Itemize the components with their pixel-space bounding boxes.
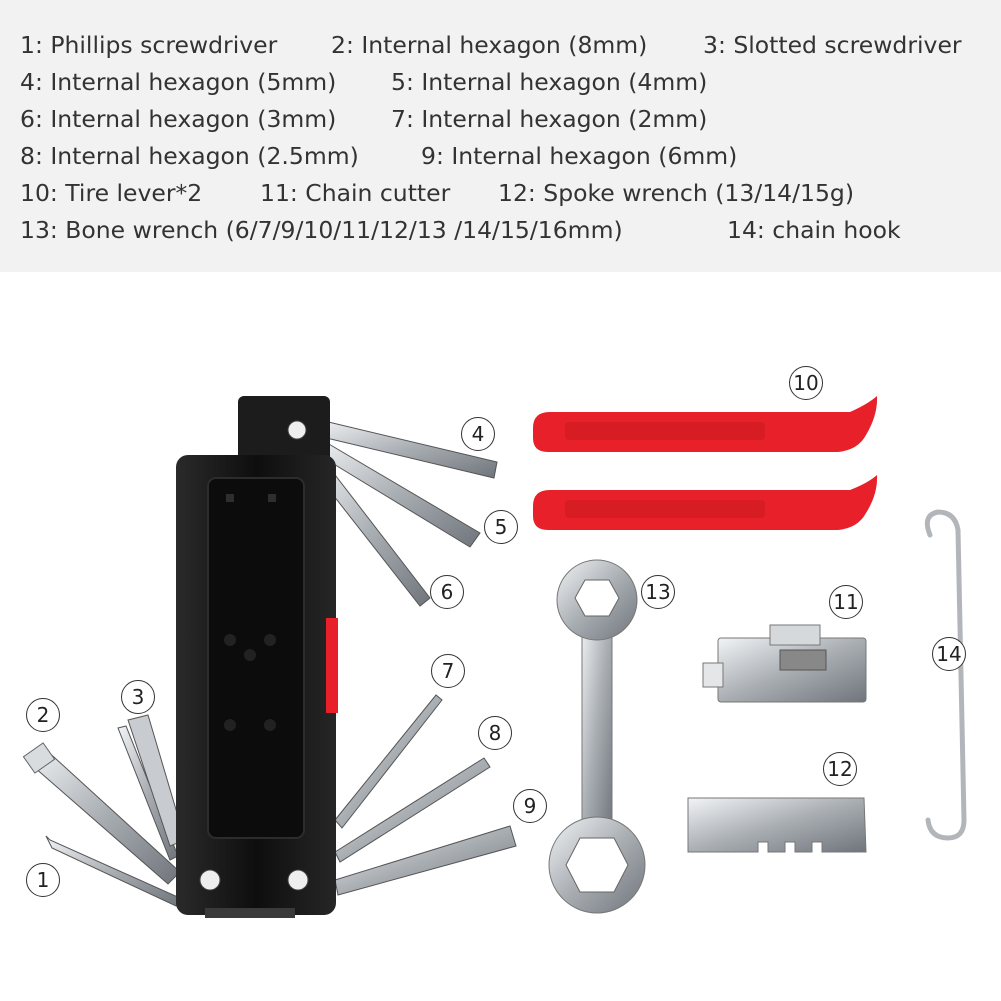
legend-item-2: 2: Internal hexagon (8mm) (331, 31, 648, 59)
callout-6: 6 (430, 575, 464, 609)
product-illustration (22, 396, 967, 918)
callout-5: 5 (484, 510, 518, 544)
callout-1: 1 (26, 863, 60, 897)
callout-4: 4 (461, 417, 495, 451)
callout-11: 11 (829, 585, 863, 619)
bone-wrench (548, 559, 646, 914)
callout-8: 8 (478, 716, 512, 750)
legend-item-3: 3: Slotted screwdriver (703, 31, 962, 59)
callout-12: 12 (823, 752, 857, 786)
legend-item-7: 7: Internal hexagon (2mm) (391, 105, 708, 133)
callout-10: 10 (789, 366, 823, 400)
legend-item-1: 1: Phillips screwdriver (20, 31, 278, 59)
legend-item-13: 13: Bone wrench (6/7/9/10/11/12/13 /14/1… (20, 216, 623, 244)
callout-9: 9 (513, 789, 547, 823)
legend-item-4: 4: Internal hexagon (5mm) (20, 68, 337, 96)
spoke-wrench (687, 797, 867, 853)
legend-item-11: 11: Chain cutter (260, 179, 451, 207)
legend-panel: 1: Phillips screwdriver 2: Internal hexa… (0, 0, 1001, 272)
callout-14: 14 (932, 637, 966, 671)
hex-keys-upper (311, 419, 498, 607)
bits-lower-left (22, 714, 186, 907)
callout-13: 13 (641, 575, 675, 609)
chain-cutter (702, 624, 867, 703)
hex-keys-lower-right (334, 694, 517, 896)
legend-item-8: 8: Internal hexagon (2.5mm) (20, 142, 359, 170)
legend-item-5: 5: Internal hexagon (4mm) (391, 68, 708, 96)
legend-item-9: 9: Internal hexagon (6mm) (421, 142, 738, 170)
callout-2: 2 (26, 698, 60, 732)
legend-item-10: 10: Tire lever*2 (20, 179, 203, 207)
chain-hook (924, 509, 967, 841)
callout-3: 3 (121, 680, 155, 714)
legend-item-6: 6: Internal hexagon (3mm) (20, 105, 337, 133)
tire-levers (533, 396, 878, 530)
multitool-body (176, 396, 338, 918)
legend-item-12: 12: Spoke wrench (13/14/15g) (498, 179, 854, 207)
callout-7: 7 (431, 654, 465, 688)
legend-item-14: 14: chain hook (727, 216, 901, 244)
